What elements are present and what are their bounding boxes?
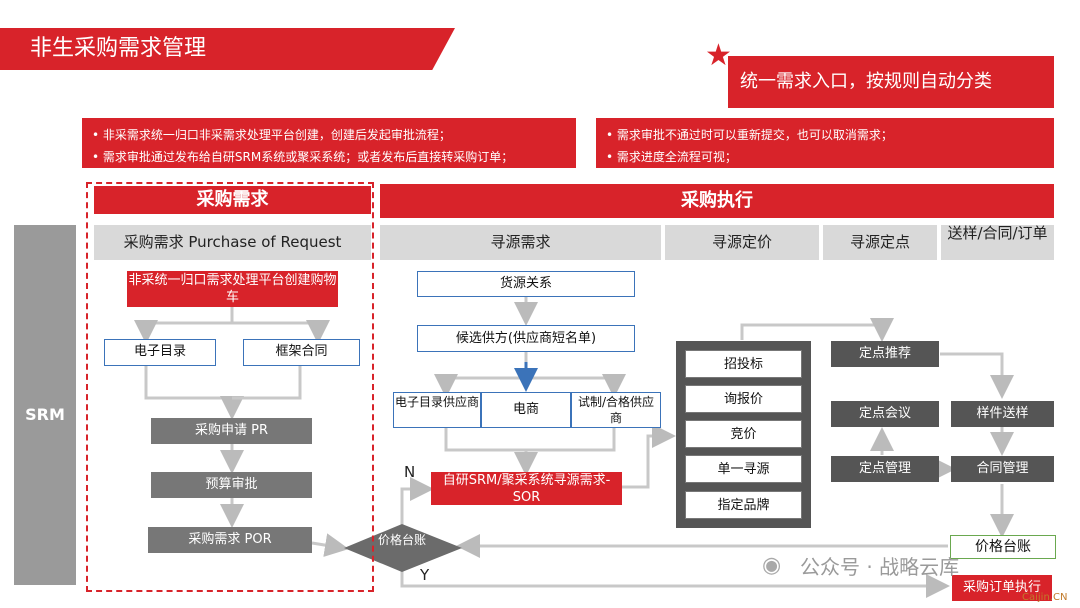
wechat-icon: ◉ <box>762 553 782 578</box>
note-left-1: 非采需求统一归口非采需求处理平台创建，创建后发起审批流程； <box>92 124 566 146</box>
catalog-box: 电子目录 <box>104 339 216 366</box>
label-y: Y <box>420 566 430 584</box>
watermark-text: 公众号 · 战略云库 <box>800 555 960 579</box>
notes-right: 需求审批不通过时可以重新提交，也可以取消需求； 需求进度全流程可视； <box>596 118 1054 168</box>
source-relation-box: 货源关系 <box>417 271 635 297</box>
candidate-box: 候选供方(供应商短名单) <box>417 325 635 352</box>
column-pricing: 寻源定价 <box>665 225 819 260</box>
star-icon: ★ <box>705 38 732 73</box>
srm-label-text: SRM <box>25 405 65 424</box>
cart-box: 非采统一归口需求处理平台创建购物车 <box>127 271 338 307</box>
sor-box: 自研SRM/聚采系统寻源需求-SOR <box>431 472 622 505</box>
tender-box: 招投标 <box>685 350 802 378</box>
por-box: 采购需求 POR <box>148 527 312 553</box>
recommend-box: 定点推荐 <box>831 341 939 367</box>
trial-supplier-box: 试制/合格供应商 <box>571 392 661 428</box>
ledger-box: 价格台账 <box>950 535 1056 559</box>
watermark-small: Caijin.CN <box>1022 592 1068 603</box>
column-delivery: 送样/合同/订单 <box>941 225 1054 260</box>
column-pr: 采购需求 Purchase of Request <box>94 225 371 260</box>
column-designate: 寻源定点 <box>823 225 937 260</box>
catalog-supplier-box: 电子目录供应商 <box>393 392 481 428</box>
note-right-2: 需求进度全流程可视； <box>606 146 1044 168</box>
notes-left: 非采需求统一归口非采需求处理平台创建，创建后发起审批流程； 需求审批通过发布给自… <box>82 118 576 168</box>
srm-side-label: SRM <box>14 225 76 585</box>
banner-callout: 统一需求入口，按规则自动分类 <box>728 56 1054 108</box>
framework-box: 框架合同 <box>243 339 360 366</box>
meeting-box: 定点会议 <box>831 401 939 427</box>
inquiry-box: 询报价 <box>685 385 802 413</box>
manage-box: 定点管理 <box>831 456 939 482</box>
bidding-box: 竞价 <box>685 420 802 448</box>
note-right-1: 需求审批不通过时可以重新提交，也可以取消需求； <box>606 124 1044 146</box>
single-source-box: 单一寻源 <box>685 455 802 483</box>
demand-dashed-frame <box>86 182 374 592</box>
column-sourcing: 寻源需求 <box>380 225 661 260</box>
page-title: 非生采购需求管理 <box>0 28 455 70</box>
order-box: 采购订单执行 <box>952 575 1052 601</box>
note-left-2: 需求审批通过发布给自研SRM系统或聚采系统；或者发布后直接转采购订单； <box>92 146 566 168</box>
pr-apply-box: 采购申请 PR <box>151 418 312 444</box>
section-execution-header: 采购执行 <box>380 184 1054 218</box>
label-n: N <box>404 463 416 481</box>
budget-box: 预算审批 <box>151 472 312 498</box>
section-demand-header: 采购需求 <box>94 186 371 214</box>
ecommerce-box: 电商 <box>481 392 571 428</box>
contract-box: 合同管理 <box>951 456 1054 482</box>
brand-box: 指定品牌 <box>685 491 802 519</box>
ledger-diamond: 价格台账 <box>377 533 426 547</box>
sample-box: 样件送样 <box>951 401 1054 427</box>
